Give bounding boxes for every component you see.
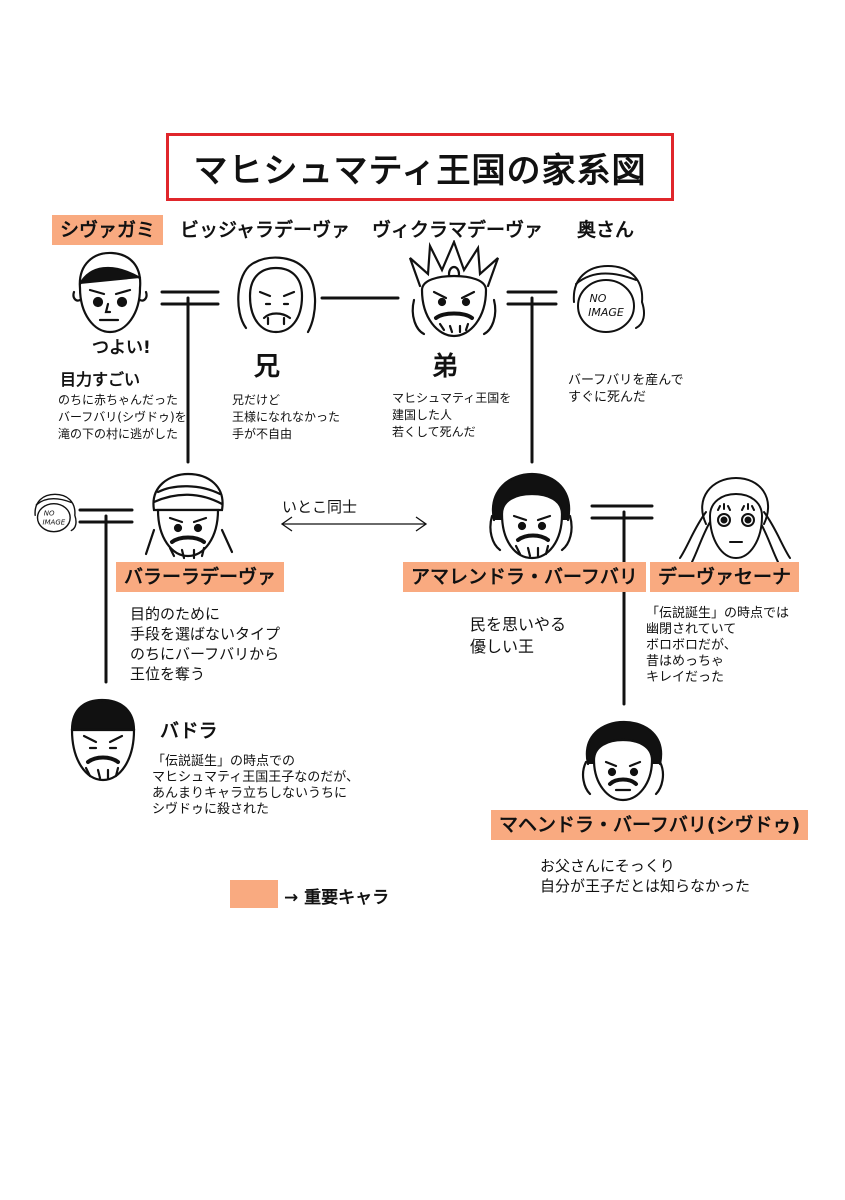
bhallala-wife-no-image-line1: NO (44, 509, 55, 517)
name-mahendra: マヘンドラ・バーフバリ(シヴドゥ) (491, 810, 809, 840)
notes-amarendra: 民を思いやる 優しい王 (470, 615, 567, 656)
label-sivagami: 目力すごい (60, 370, 141, 389)
notes-bijjala: 兄だけど 王様になれなかった 手が不自由 (232, 393, 341, 441)
sivagami-face-icon (72, 251, 148, 334)
wife-no-image-line1: NO (590, 292, 607, 305)
wife-no-image-line2: IMAGE (588, 306, 624, 319)
notes-devasena: 「伝説誕生」の時点では 幽閉されていて ボロボロだが、 昔はめっちゃ キレイだっ… (646, 606, 790, 685)
mahendra-face-icon (581, 720, 665, 802)
wife-no-image-icon: NO IMAGE (572, 264, 645, 333)
name-bhallala: バラーラデーヴァ (116, 562, 285, 592)
relation-elder-brother: 兄 (254, 352, 281, 382)
notes-vikrama: マヒシュマティ王国を 建国した人 若くして死んだ (392, 391, 512, 439)
bhallala-face-icon (144, 472, 234, 560)
devasena-face-icon (679, 476, 791, 563)
name-amarendra: アマレンドラ・バーフバリ (403, 562, 646, 592)
cousins-arrow (280, 516, 428, 532)
notes-wife: バーフバリを産んで すぐに死んだ (568, 373, 684, 405)
name-bhadra: バドラ (160, 720, 218, 742)
notes-bhadra: 「伝説誕生」の時点での マヒシュマティ王国王子なのだが、 あんまりキャラ立ちしな… (152, 754, 359, 817)
caption-sivagami: つよい! (92, 338, 151, 358)
bhallala-wife-no-image-icon: NO IMAGE (34, 493, 77, 533)
relation-younger-brother: 弟 (432, 352, 459, 382)
notes-sivagami: のちに赤ちゃんだった バーフバリ(シヴドゥ)を 滝の下の村に逃がした (58, 393, 187, 441)
bhallala-wife-no-image-line2: IMAGE (42, 519, 65, 527)
page-title: マヒシュマティ王国の家系図 (166, 133, 674, 201)
bijjala-face-icon (237, 256, 317, 334)
name-wife: 奥さん (577, 219, 635, 241)
legend-label: → 重要キャラ (284, 888, 390, 908)
vikrama-face-icon (408, 240, 500, 338)
notes-mahendra: お父さんにそっくり 自分が王子だとは知らなかった (540, 857, 751, 895)
name-vikrama: ヴィクラマデーヴァ (372, 219, 544, 241)
name-bijjala: ビッジャラデーヴァ (180, 219, 351, 241)
notes-bhallala: 目的のために 手段を選ばないタイプ のちにバーフバリから 王位を奪う (130, 605, 281, 683)
amarendra-face-icon (489, 472, 573, 560)
bhadra-face-icon (70, 698, 136, 782)
cousins-label: いとこ同士 (282, 498, 358, 516)
name-devasena: デーヴァセーナ (650, 562, 800, 592)
name-sivagami: シヴァガミ (52, 215, 164, 245)
legend-swatch (230, 880, 278, 908)
